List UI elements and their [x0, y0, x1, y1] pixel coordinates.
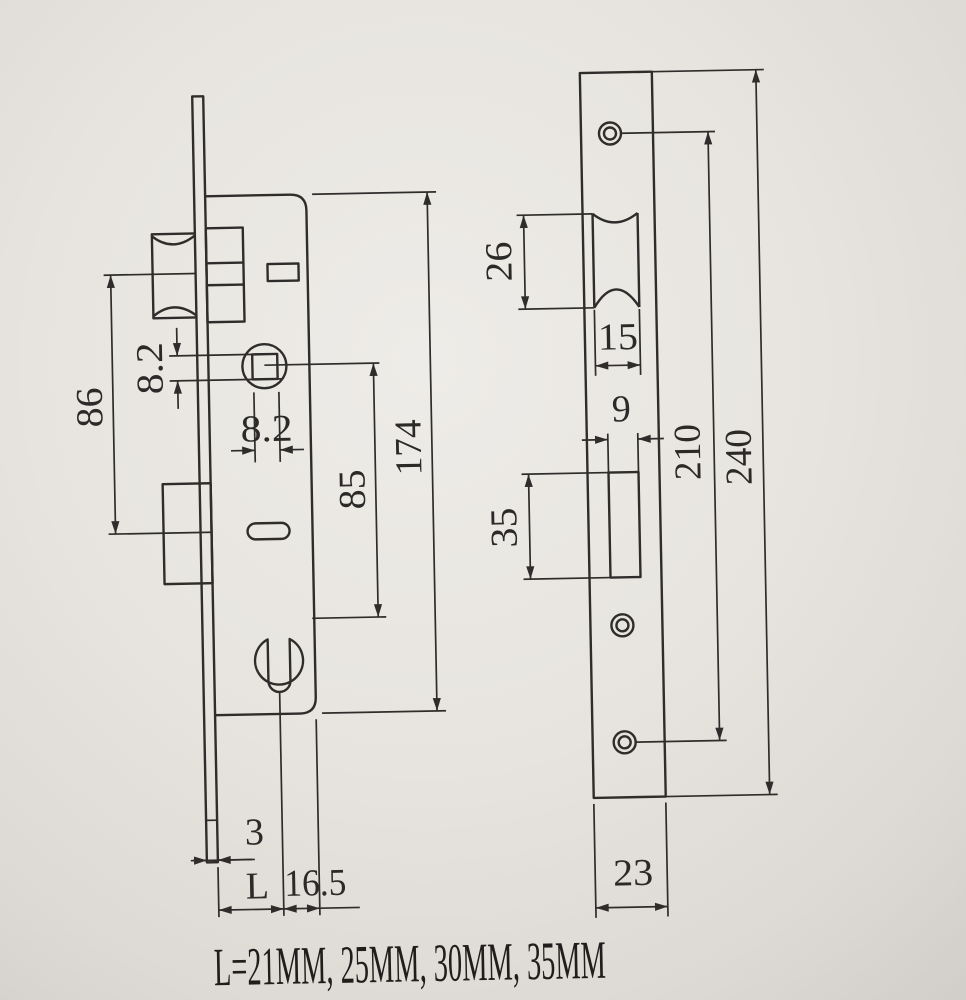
- dim-label-L: L: [245, 865, 269, 907]
- dim-label-23: 23: [613, 852, 654, 895]
- backset-note: L=21MM, 25MM, 30MM, 35MM: [213, 930, 606, 998]
- deadbolt: [161, 482, 214, 586]
- dim-3: 3: [190, 811, 264, 865]
- dim-86: 86: [69, 275, 212, 536]
- dim-label-85: 85: [331, 469, 374, 510]
- dim-label-210: 210: [667, 424, 710, 481]
- faceplate: [578, 70, 667, 800]
- dim-label-240: 240: [718, 429, 761, 486]
- dim-label-8-2-vertical: 8.2: [129, 342, 172, 395]
- dim-L-and-16-5: L 16.5: [217, 719, 360, 918]
- latch-cutout: [591, 212, 641, 309]
- latch-centerline: [103, 272, 196, 277]
- dim-label-8-2-horizontal: 8.2: [240, 408, 293, 451]
- dim-label-16-5: 16.5: [284, 862, 347, 905]
- dim-label-26: 26: [478, 241, 521, 282]
- dim-8-2-vertical: 8.2: [129, 327, 282, 409]
- dim-label-9: 9: [611, 388, 631, 430]
- dim-15: 15: [593, 308, 642, 376]
- dim-240: 240: [651, 68, 778, 798]
- lock-body-side-view: 86 8.2 8.2 85: [69, 95, 447, 918]
- dim-9: 9: [581, 388, 664, 473]
- dim-23: 23: [593, 802, 669, 918]
- screw-slot-oblong: [246, 521, 291, 541]
- drawing: 86 8.2 8.2 85: [69, 68, 778, 998]
- faceplate-edge: [191, 95, 220, 864]
- dim-174: 174: [312, 190, 447, 714]
- follower-centerline: [264, 362, 380, 367]
- deadbolt-cutout: [607, 470, 642, 579]
- dim-label-86: 86: [69, 387, 112, 428]
- euro-cylinder-keyhole: [253, 637, 305, 694]
- faceplate-front-view: 26 15 9 35: [478, 68, 778, 918]
- dim-26: 26: [478, 212, 595, 311]
- cylinder-centerline: [278, 691, 285, 916]
- dim-label-174: 174: [387, 419, 430, 476]
- latch-bolt: [150, 226, 246, 324]
- dim-35: 35: [483, 471, 611, 581]
- dim-label-15: 15: [598, 316, 639, 359]
- dim-label-35: 35: [483, 507, 526, 548]
- dim-label-3: 3: [244, 811, 264, 853]
- lock-case: [205, 193, 317, 717]
- dim-85: 85: [312, 363, 387, 620]
- case-slot: [266, 262, 300, 283]
- dim-8-2-horizontal: 8.2: [230, 391, 305, 463]
- screw-hole-middle: [610, 613, 635, 638]
- dim-210: 210: [620, 130, 727, 743]
